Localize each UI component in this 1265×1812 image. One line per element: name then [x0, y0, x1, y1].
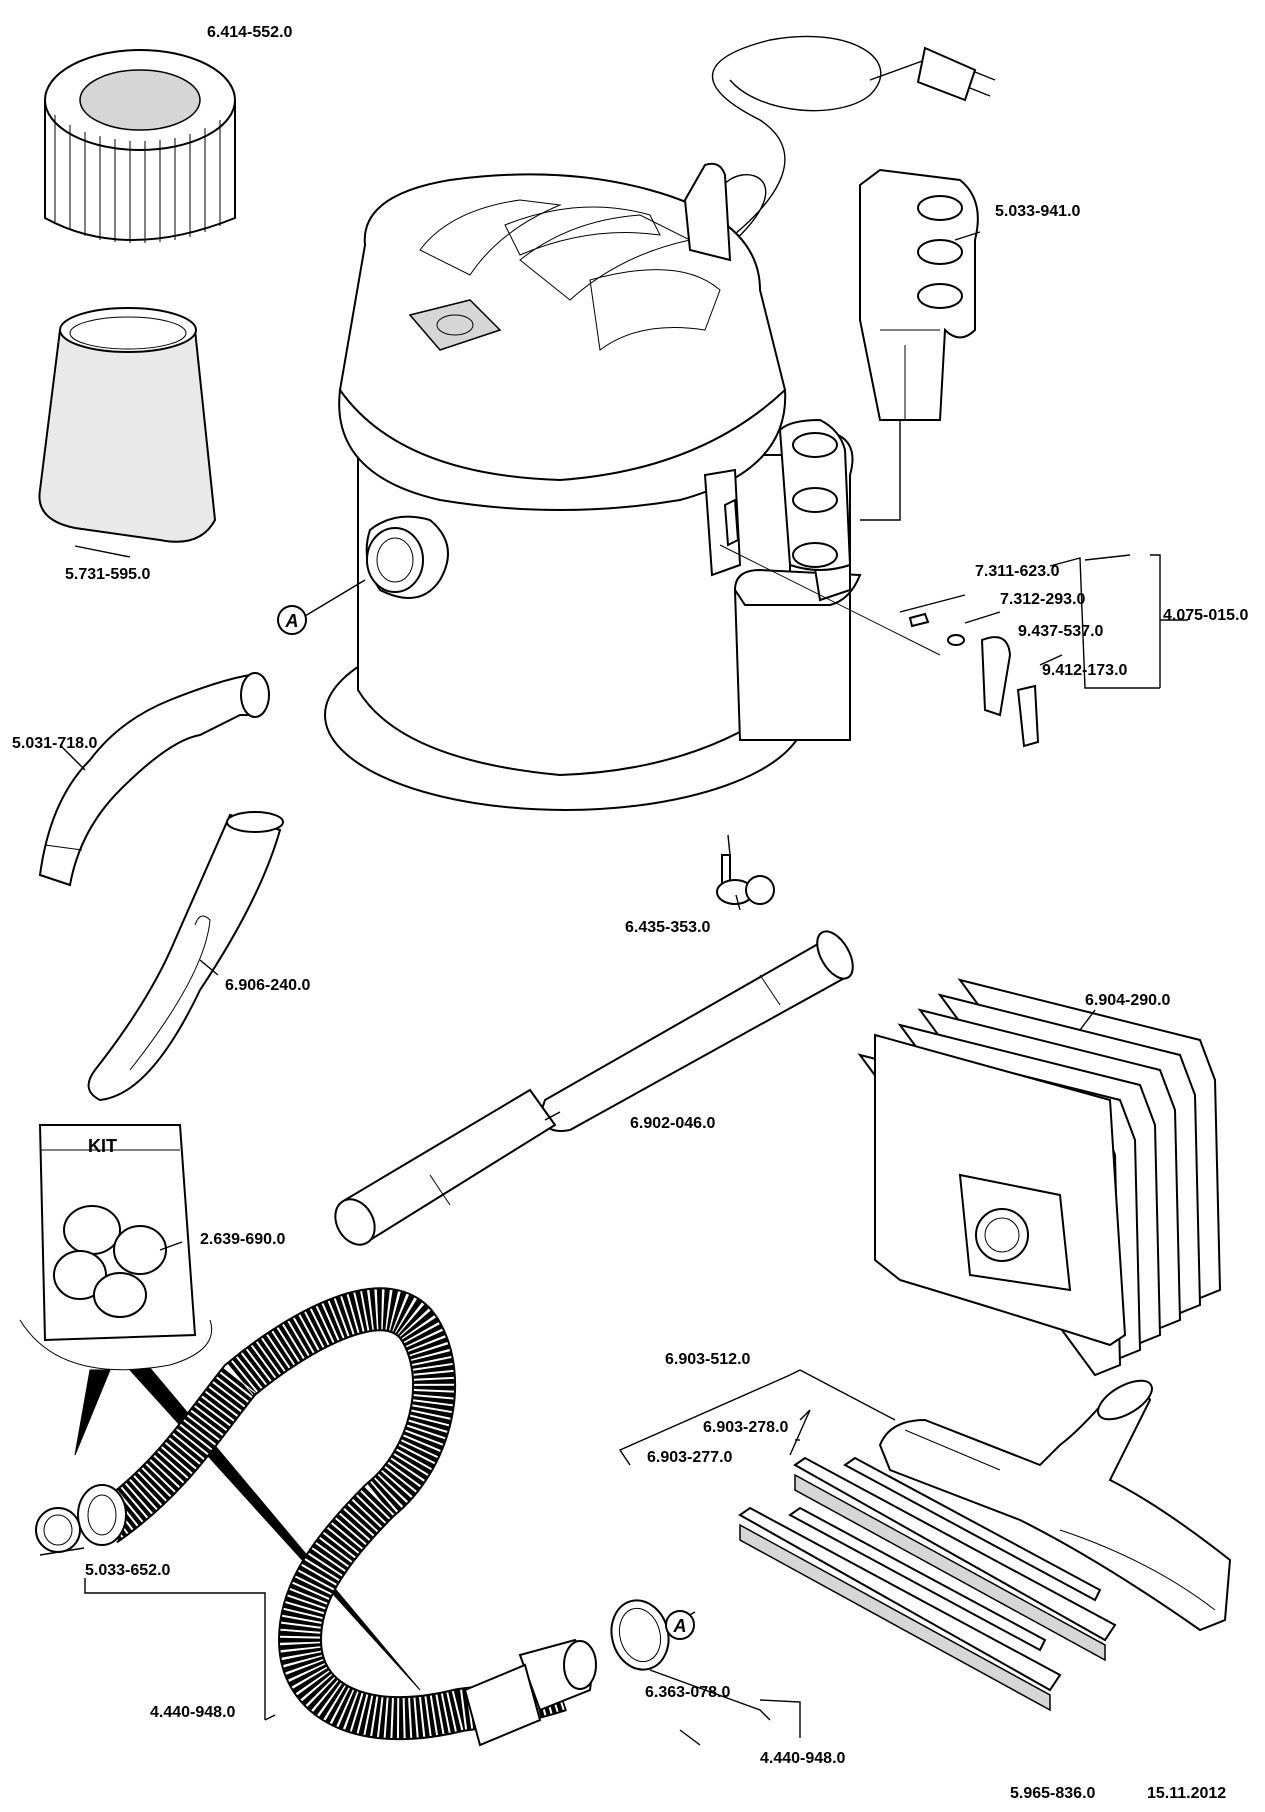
label-hose-left: 4.440-948.0	[150, 1704, 236, 1721]
label-floor-nozzle: 6.903-512.0	[665, 1351, 751, 1368]
label-kit: 2.639-690.0	[200, 1231, 286, 1248]
label-latch-kit: 4.075-015.0	[1163, 607, 1249, 624]
footer-date: 15.11.2012	[1147, 1785, 1226, 1802]
label-clip: 9.412-173.0	[1042, 662, 1128, 679]
label-filter-bag: 5.731-595.0	[65, 566, 151, 583]
suction-hose-part	[35, 1287, 670, 1747]
holder-leader-line	[860, 420, 901, 521]
accessory-holder-part	[859, 168, 979, 421]
connection-marker-a-hose: A	[665, 1610, 695, 1640]
label-paper-bags: 6.904-290.0	[1085, 992, 1171, 1009]
vacuum-container-part	[324, 162, 862, 811]
connection-marker-a-body: A	[277, 605, 307, 635]
crevice-nozzle-part	[87, 811, 284, 1102]
cartridge-filter-part	[44, 49, 236, 243]
label-rubber-strip-b: 6.903-277.0	[647, 1449, 733, 1466]
label-screw: 7.311-623.0	[975, 563, 1060, 580]
label-elbow: 5.031-718.0	[12, 735, 98, 752]
svg-text:A: A	[673, 1616, 687, 1636]
floor-nozzle-part	[878, 1379, 1232, 1632]
label-rubber-strip-a: 6.903-278.0	[703, 1419, 789, 1436]
label-latch: 9.437-537.0	[1018, 623, 1104, 640]
kit-label: KIT	[88, 1136, 117, 1156]
accessory-holder-body	[778, 418, 852, 571]
paper-filter-bags-part	[857, 978, 1222, 1377]
label-washer: 7.312-293.0	[1000, 591, 1086, 608]
leader-lines	[39, 231, 1188, 1746]
latch-hardware-group	[719, 544, 1040, 748]
castor-wheel-part	[716, 834, 775, 905]
filter-bag-part	[38, 307, 217, 543]
label-suction-tubes: 6.902-046.0	[630, 1115, 716, 1132]
label-hose-right: 4.440-948.0	[760, 1750, 846, 1767]
suction-tubes-part	[334, 930, 854, 1246]
label-castor: 6.435-353.0	[625, 919, 711, 936]
label-adapter-ring: 5.033-652.0	[85, 1562, 171, 1579]
footer-doc-number: 5.965-836.0	[1010, 1785, 1096, 1802]
label-accessory-holder: 5.033-941.0	[995, 203, 1081, 220]
label-crevice-nozzle: 6.906-240.0	[225, 977, 311, 994]
elbow-part	[38, 672, 270, 887]
svg-text:A: A	[285, 611, 299, 631]
label-cartridge-filter: 6.414-552.0	[207, 24, 293, 41]
label-seal-ring: 6.363-078.0	[645, 1684, 731, 1701]
power-cord-part	[699, 35, 996, 266]
rubber-strips-part	[738, 1456, 1117, 1712]
